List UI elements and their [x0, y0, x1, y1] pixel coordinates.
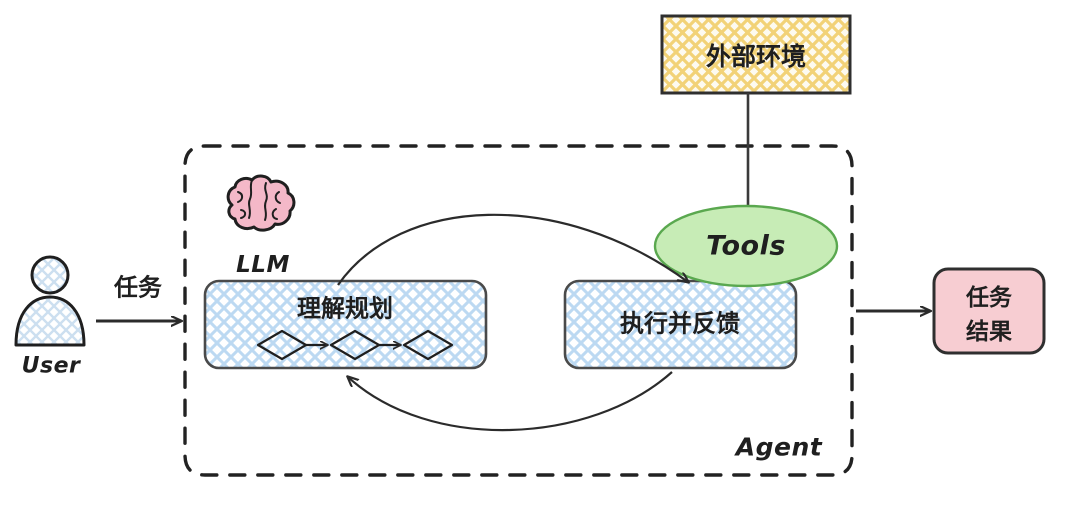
- result-node: [932, 267, 1046, 355]
- edge-plan-to-exec: [337, 213, 688, 286]
- agent-boundary: [183, 144, 854, 477]
- edge-exec-to-plan: [348, 371, 673, 432]
- user-person-icon: [14, 255, 86, 347]
- brain-icon: [226, 174, 296, 232]
- tools-node: [653, 204, 839, 288]
- environment-node: [660, 14, 852, 95]
- diamond-flow-icon: [256, 329, 454, 361]
- plan-box-node: [203, 279, 488, 370]
- exec-box-node: [563, 279, 798, 370]
